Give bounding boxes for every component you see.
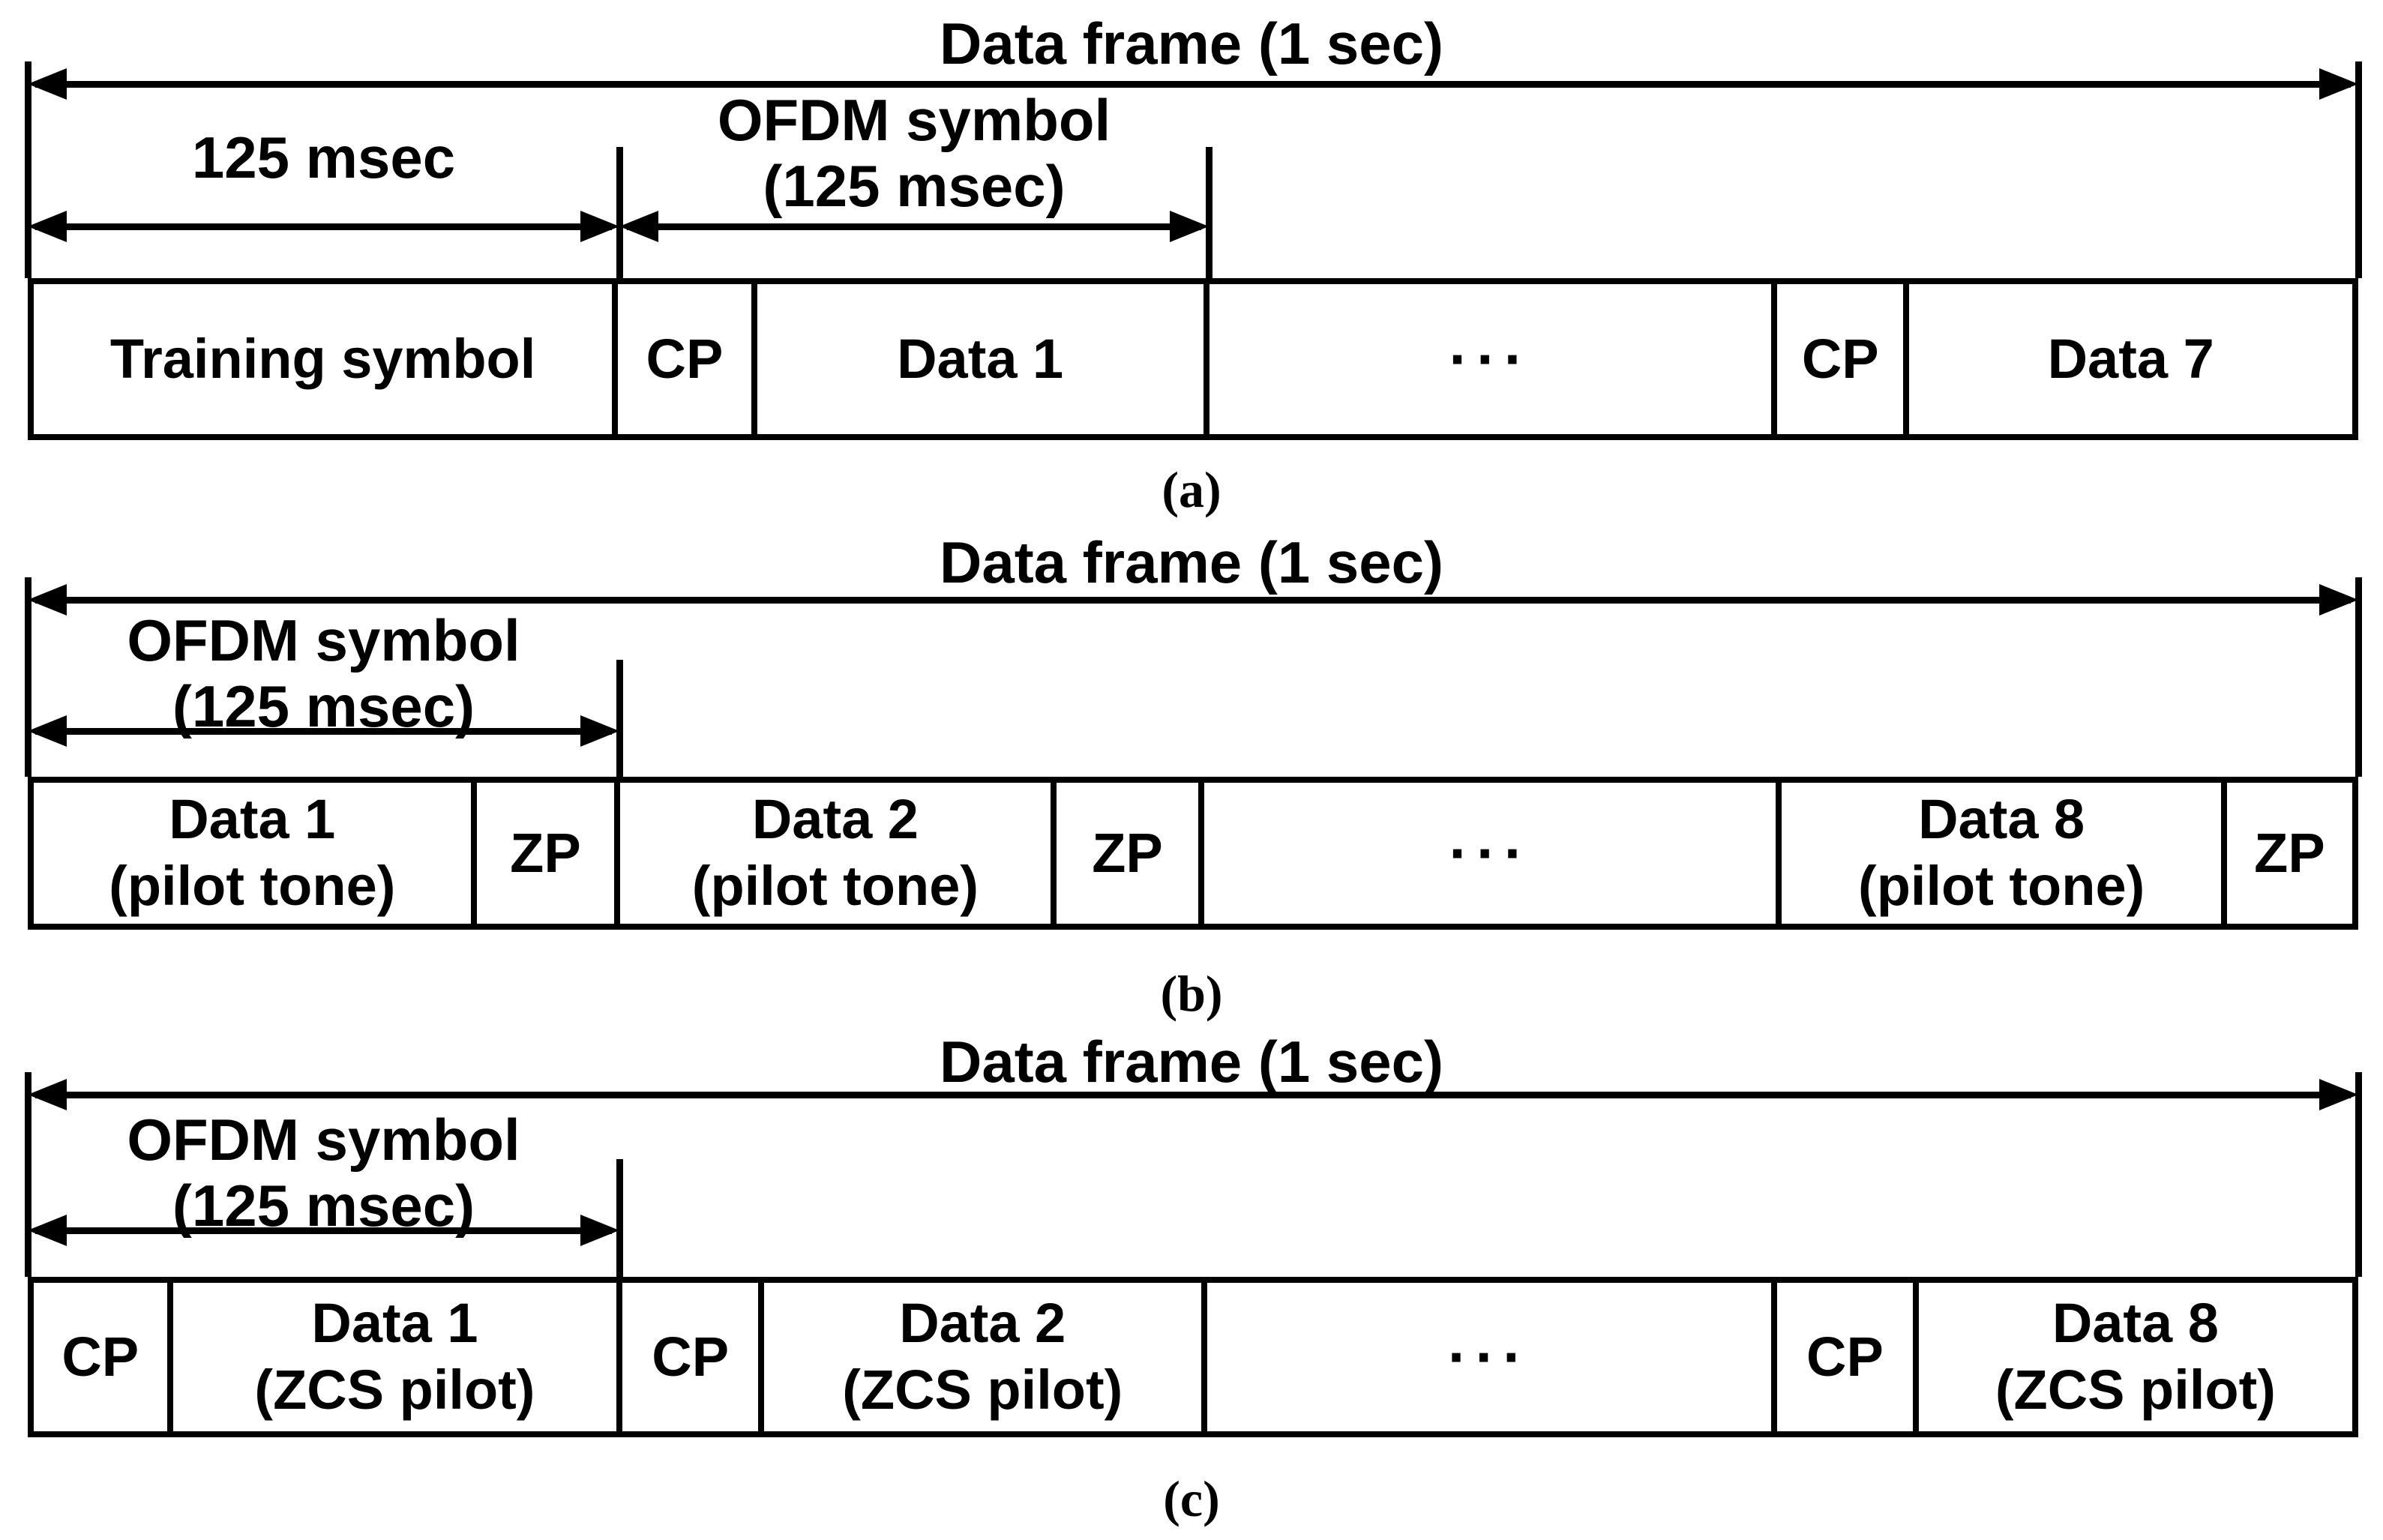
caption-a: (a) [1162, 461, 1221, 518]
tick-right-a [2355, 61, 2362, 278]
arrow-head-right [1170, 211, 1209, 242]
cell-data-2-b: Data 2 (pilot tone) [620, 783, 1057, 924]
cell-cp-3-c: CP [1777, 1283, 1919, 1431]
cell-data-1-a: Data 1 [757, 284, 1209, 434]
frame-title-a: Data frame (1 sec) [940, 10, 1443, 76]
arrow-shaft [627, 223, 1201, 230]
frame-row-b: Data 1 (pilot tone) ZP Data 2 (pilot ton… [28, 777, 2358, 930]
tick-left-b [25, 577, 31, 777]
caption-b: (b) [1160, 965, 1223, 1022]
cell-cp-1-a: CP [618, 284, 757, 434]
tick-left-c [25, 1072, 31, 1277]
cell-cp-1-c: CP [34, 1283, 173, 1431]
span-arrow-training-a [28, 210, 619, 243]
tick-left-a [25, 61, 31, 278]
frame-span-arrow-c [28, 1078, 2358, 1111]
label-ofdm-symbol-line2: (125 msec) [763, 153, 1066, 220]
arrow-shaft [35, 81, 2351, 88]
arrow-head-right [580, 211, 619, 242]
cell-cp-2-a: CP [1777, 284, 1910, 434]
frame-title-b: Data frame (1 sec) [940, 529, 1443, 595]
label-ofdm-symbol-line1: OFDM symbol [717, 87, 1111, 153]
tick-mid-b [616, 660, 623, 777]
cell-zp-3-b: ZP [2254, 821, 2325, 884]
label-ofdm-symbol-a: OFDM symbol (125 msec) [619, 87, 1209, 219]
arrow-head-right [580, 1215, 619, 1246]
tick-right-b [2355, 577, 2362, 777]
cell-ellipsis-c: ··· [1207, 1283, 1778, 1431]
cell-zp-2-b: ZP [1057, 783, 1205, 924]
label-125msec-a: 125 msec [191, 124, 456, 190]
cell-data-8-b: Data 8 (pilot tone) [1782, 783, 2227, 924]
tick-mid-1-a [616, 147, 623, 278]
arrow-shaft [35, 597, 2351, 604]
arrow-shaft [35, 728, 612, 735]
arrow-shaft [35, 1092, 2351, 1098]
cell-data-7-a: Data 7 [2047, 327, 2214, 390]
span-arrow-ofdm-b [28, 715, 619, 748]
cell-data-1-c: Data 1 (ZCS pilot) [173, 1283, 623, 1431]
arrow-head-right [2319, 584, 2358, 616]
cell-ellipsis-a: ··· [1209, 284, 1778, 434]
cell-data-1-b: Data 1 (pilot tone) [34, 783, 477, 924]
label-ofdm-symbol-line1: OFDM symbol [127, 1107, 520, 1173]
frame-row-a: Training symbol CP Data 1 ··· CP Data 7 [28, 278, 2358, 440]
cell-data-2-c: Data 2 (ZCS pilot) [764, 1283, 1207, 1431]
frame-span-arrow-a [28, 67, 2358, 100]
cell-zp-1-b: ZP [477, 783, 621, 924]
span-arrow-ofdm-c [28, 1214, 619, 1247]
cell-training-symbol: Training symbol [34, 284, 619, 434]
span-arrow-ofdm-a [619, 210, 1209, 243]
cell-cp-2-c: CP [622, 1283, 764, 1431]
frame-span-arrow-b [28, 583, 2358, 616]
cell-data-8-c: Data 8 (ZCS pilot) [1995, 1292, 2276, 1421]
arrow-head-right [580, 715, 619, 747]
label-ofdm-symbol-line1: OFDM symbol [127, 607, 520, 673]
cell-ellipsis-b: ··· [1204, 783, 1782, 924]
frame-title-c: Data frame (1 sec) [940, 1029, 1443, 1095]
tick-mid-2-a [1206, 147, 1212, 278]
tick-mid-c [616, 1159, 623, 1277]
arrow-head-right [2319, 68, 2358, 100]
arrow-shaft [35, 223, 612, 230]
arrow-shaft [35, 1227, 612, 1234]
caption-c: (c) [1163, 1470, 1220, 1527]
frame-row-c: CP Data 1 (ZCS pilot) CP Data 2 (ZCS pil… [28, 1277, 2358, 1437]
tick-right-c [2355, 1072, 2362, 1277]
arrow-head-right [2319, 1079, 2358, 1110]
